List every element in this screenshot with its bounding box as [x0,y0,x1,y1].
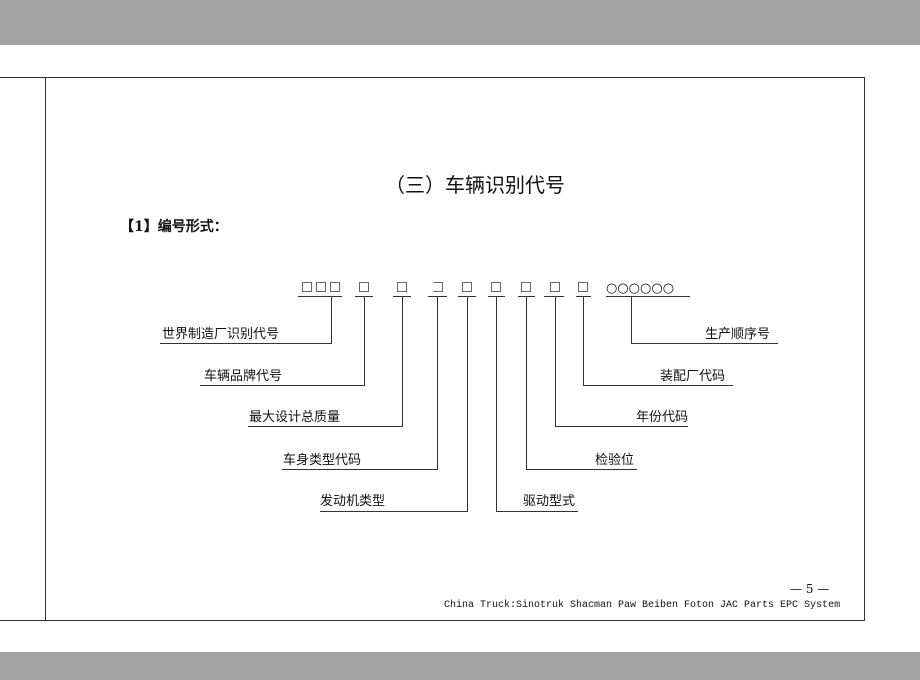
top-gray-bar [0,0,920,45]
page-number: — 5 — [790,582,830,596]
code-boxes [302,282,588,292]
bottom-gray-bar [0,652,920,680]
leader-lines [160,296,778,512]
page-title: （三）车辆识别代号 [385,173,565,197]
label-serial-number: 生产顺序号 [705,327,771,342]
footer-text: China Truck:Sinotruk Shacman Paw Beiben … [444,600,841,611]
label-body-type: 车身类型代码 [283,453,362,468]
label-wmi: 世界制造厂识别代号 [162,327,280,342]
section-subtitle: 【1】编号形式： [120,219,228,235]
label-year-code: 年份代码 [636,410,689,425]
label-brand-code: 车辆品牌代号 [204,369,283,384]
label-engine-type: 发动机类型 [320,494,386,509]
label-drive-type: 驱动型式 [523,494,576,509]
sequence-circles: ○○○○○○ [606,281,675,296]
label-check-digit: 检验位 [595,453,635,468]
label-max-mass: 最大设计总质量 [249,410,341,425]
page-border [0,77,865,621]
label-plant-code: 装配厂代码 [660,369,726,384]
